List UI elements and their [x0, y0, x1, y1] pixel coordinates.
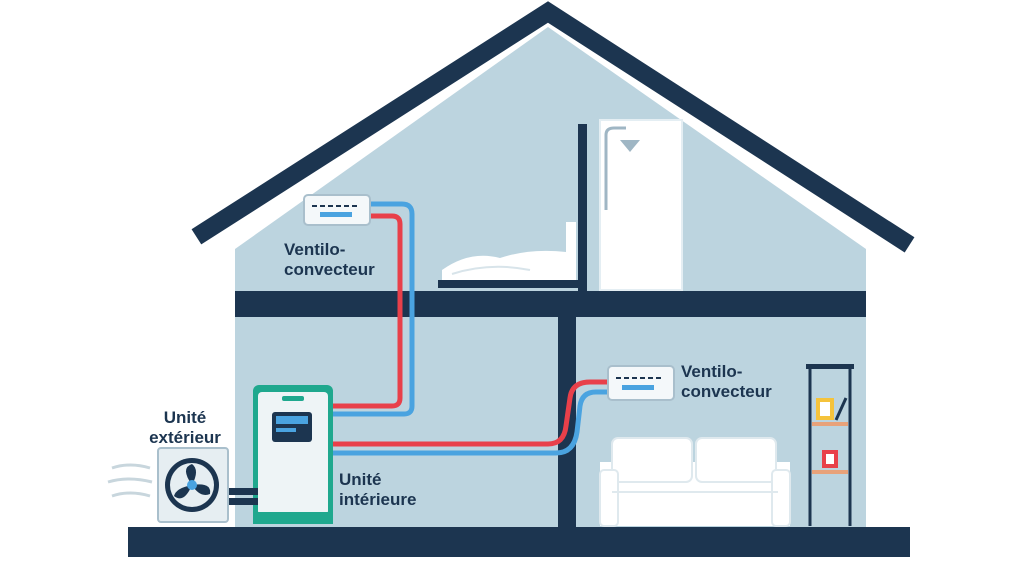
- fan-coil-unit-lower: [607, 365, 675, 401]
- outdoor-unit-label: Unité extérieur: [140, 408, 230, 448]
- label-line: Ventilo-: [284, 240, 346, 259]
- label-line: Unité: [163, 408, 207, 427]
- label-line: convecteur: [284, 260, 375, 279]
- label-line: Ventilo-: [681, 362, 743, 381]
- outdoor-unit: [107, 447, 229, 523]
- roof: [191, 1, 915, 253]
- ground-slab: [128, 527, 910, 557]
- indoor-unit: [253, 385, 333, 524]
- fan-coil-label-lower: Ventilo- convecteur: [681, 362, 772, 402]
- outdoor-indoor-connection: [226, 488, 258, 505]
- label-line: extérieur: [149, 428, 221, 447]
- pipes-to-lower-fan-coil: [332, 379, 610, 456]
- bed: [438, 222, 578, 288]
- upper-floor-slab: [235, 291, 866, 317]
- upper-partition-wall: [578, 124, 587, 292]
- sofa: [599, 437, 791, 527]
- label-line: Unité: [339, 470, 382, 489]
- pipes-to-upper-fan-coil: [332, 201, 415, 417]
- shower: [599, 119, 683, 291]
- fan-coil-label-upper: Ventilo- convecteur: [284, 240, 375, 280]
- fan-coil-unit-upper: [303, 194, 371, 226]
- label-line: convecteur: [681, 382, 772, 401]
- fan-icon: [174, 464, 211, 499]
- label-line: intérieure: [339, 490, 417, 509]
- shelf: [806, 364, 854, 526]
- indoor-unit-label: Unité intérieure: [339, 470, 416, 510]
